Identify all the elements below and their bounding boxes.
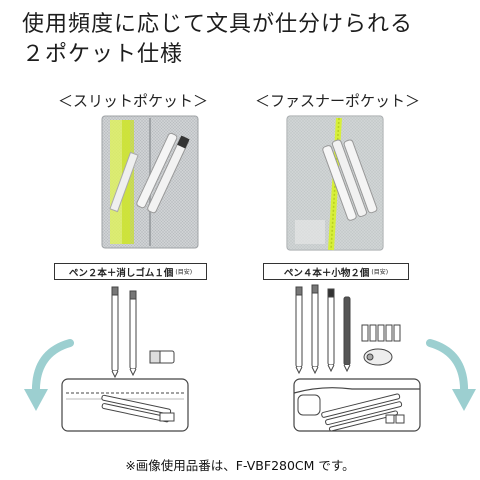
zipper-pocket-items-illustration <box>295 284 401 375</box>
pen-icon <box>343 296 351 373</box>
clip-icon <box>363 348 393 366</box>
pencil-case-icon <box>61 378 189 432</box>
curved-arrow-icon <box>24 339 74 411</box>
pen-icon <box>129 290 137 377</box>
zipper-caption-note: (目安) <box>371 269 389 276</box>
zipper-pocket-photo <box>286 115 384 251</box>
slit-pocket-capacity-caption: ペン２本＋消しゴム１個 (目安) <box>54 263 207 280</box>
zipper-pocket-capacity-caption: ペン４本＋小物２個 (目安) <box>263 263 409 280</box>
pen-icon <box>295 286 303 375</box>
headline: 使用頻度に応じて文具が仕分けられる ２ポケット仕様 <box>22 10 413 70</box>
slit-caption-note: (目安) <box>175 269 193 276</box>
zipper-pocket-title: ＜ファスナーポケット＞ <box>255 92 421 110</box>
slit-pocket-title: ＜スリットポケット＞ <box>58 92 209 110</box>
headline-line-1: 使用頻度に応じて文具が仕分けられる <box>22 12 414 37</box>
pen-icon <box>327 288 335 373</box>
pencil-case-icon <box>293 378 421 432</box>
product-number-note: ※画像使用品番は、F-VBF280CM です。 <box>125 458 355 473</box>
curved-arrow-icon <box>426 339 476 411</box>
slit-pocket-photo <box>101 115 199 249</box>
pen-icon <box>311 284 319 375</box>
pen-icon <box>111 286 119 378</box>
zipper-caption-text: ペン４本＋小物２個 <box>283 267 370 279</box>
eraser-icon <box>361 324 401 342</box>
slit-caption-text: ペン２本＋消しゴム１個 <box>68 267 174 279</box>
headline-line-2: ２ポケット仕様 <box>22 42 184 67</box>
eraser-icon <box>149 350 175 364</box>
slit-pocket-pens-illustration <box>111 286 175 378</box>
